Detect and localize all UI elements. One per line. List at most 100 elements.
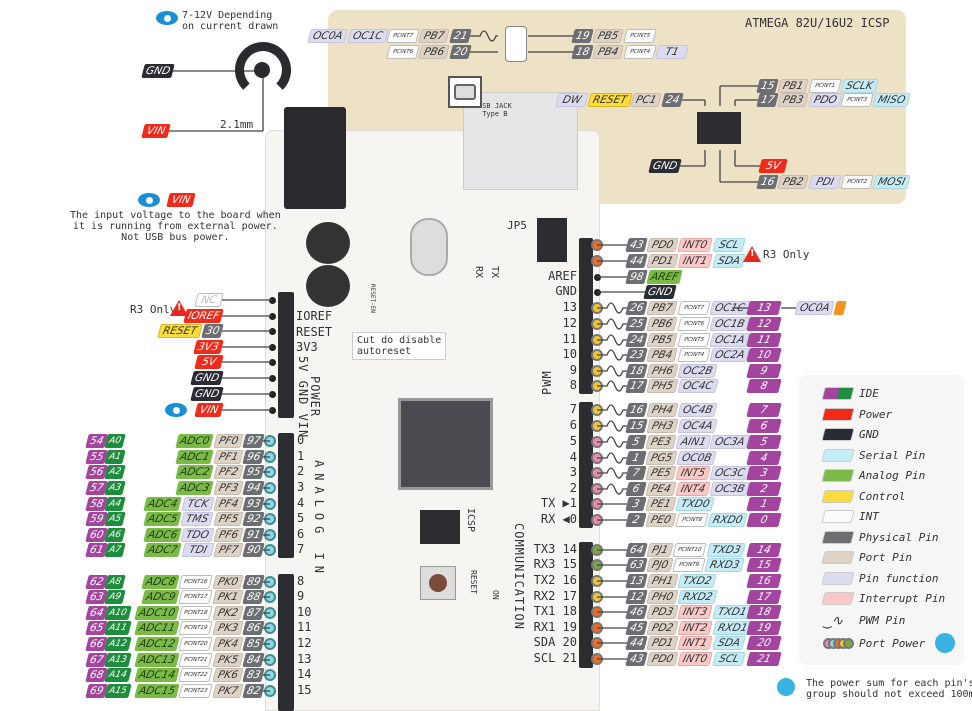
ide-label: 2 — [746, 482, 782, 496]
pcint-tag: PCINT17 — [178, 590, 214, 604]
digital-pin[interactable] — [591, 365, 603, 377]
digital-pin[interactable] — [591, 302, 603, 314]
digital-pin[interactable] — [591, 420, 603, 432]
board-pin-label: 11 — [562, 332, 577, 346]
analog-pin-14[interactable] — [264, 669, 276, 681]
digital-pin[interactable] — [591, 483, 603, 495]
digital-pin[interactable] — [591, 239, 603, 251]
power-pin-4[interactable] — [269, 359, 276, 366]
digital-pin[interactable] — [591, 637, 603, 649]
analog-pin-7[interactable] — [264, 544, 276, 556]
analog-pin-13[interactable] — [264, 654, 276, 666]
legend-item-func: Pin function — [821, 571, 938, 585]
analog-pin-11[interactable] — [264, 622, 276, 634]
board-pin-number: 15 — [297, 683, 312, 697]
analog-tag: ADC14 — [134, 668, 181, 682]
legend-label: Power — [859, 407, 893, 421]
digital-pin[interactable] — [591, 498, 603, 510]
power-pin-7[interactable] — [269, 407, 276, 414]
digital-pin[interactable] — [591, 349, 603, 361]
reset-button[interactable] — [420, 566, 456, 600]
power-pin-3[interactable] — [269, 344, 276, 351]
board-power-label: POWER — [308, 376, 322, 418]
analog-pin-15[interactable] — [264, 685, 276, 697]
phys-tag: 26 — [625, 301, 649, 315]
board-pin-label: 3 — [569, 465, 577, 479]
digital-pin[interactable] — [591, 622, 603, 634]
legend-swatch — [821, 489, 855, 503]
digital-pin[interactable] — [591, 606, 603, 618]
func-tag: OC2A — [708, 348, 750, 362]
analog-pin-1[interactable] — [264, 451, 276, 463]
digital-pin[interactable] — [591, 452, 603, 464]
analog-pin-0[interactable] — [264, 435, 276, 447]
int-tag: INT3 — [677, 605, 714, 619]
board-comm-label: COMMUNICATION — [512, 523, 526, 630]
phys-tag: 18 — [571, 45, 595, 59]
ide-label: 13 — [746, 301, 782, 315]
digital-pin[interactable] — [591, 318, 603, 330]
pcint-tag: PCINT7 — [676, 301, 711, 315]
digital-pin[interactable] — [594, 289, 601, 296]
int-tag: INT4 — [674, 482, 711, 496]
digital-pin[interactable] — [591, 334, 603, 346]
ide-label: 18 — [746, 605, 782, 619]
digital-pin[interactable] — [591, 575, 603, 587]
digital-pin[interactable] — [591, 591, 603, 603]
phys-tag: 12 — [625, 590, 649, 604]
power-pin-0[interactable] — [269, 297, 276, 304]
digital-pin[interactable] — [594, 274, 601, 281]
ide-label: 6 — [746, 419, 782, 433]
analog-pin-4[interactable] — [264, 498, 276, 510]
analog-tag: ADC13 — [134, 653, 181, 667]
warning-icon — [935, 633, 956, 653]
digital-pin[interactable] — [591, 544, 603, 556]
serial-tag: SCL — [711, 652, 746, 666]
analog-pin-8[interactable] — [264, 576, 276, 588]
ide-number: 14 — [746, 543, 782, 557]
icsp2-title: ATMEGA 82U/16U2 ICSP — [745, 16, 890, 30]
analog-pin-5[interactable] — [264, 513, 276, 525]
digital-pin[interactable] — [591, 467, 603, 479]
power-pin-6[interactable] — [269, 391, 276, 398]
phys-tag: 86 — [241, 621, 265, 635]
legend-item-port: Port Pin — [821, 551, 912, 564]
pcint-tag: PCINT9 — [672, 558, 707, 572]
capacitor-1 — [306, 222, 350, 264]
analog-tag: ADC2 — [175, 465, 215, 479]
board-pin-label: RX1 19 — [533, 620, 577, 634]
digital-pin[interactable] — [591, 404, 603, 416]
digital-pin[interactable] — [591, 514, 603, 526]
power-pin-5[interactable] — [269, 375, 276, 382]
analog-pin-12[interactable] — [264, 638, 276, 650]
analog-pin-6[interactable] — [264, 529, 276, 541]
power-pin-2[interactable] — [269, 328, 276, 335]
analog-tag: ADC4 — [143, 497, 183, 511]
analog-pin-9[interactable] — [264, 591, 276, 603]
digital-pin[interactable] — [591, 653, 603, 665]
digital-header-pwm — [579, 402, 593, 528]
usb-label: USB JACK Type B — [478, 102, 512, 118]
digital-pin[interactable] — [591, 436, 603, 448]
board-pin-number: 0 — [297, 433, 305, 447]
analog-pin-2[interactable] — [264, 466, 276, 478]
power-pin-1[interactable] — [269, 313, 276, 320]
port-tag: PB1 — [777, 79, 810, 93]
analog-pin-10[interactable] — [264, 607, 276, 619]
digital-pin[interactable] — [591, 559, 603, 571]
digital-pin[interactable] — [591, 380, 603, 392]
cut-note: Cut do disable autoreset — [352, 332, 447, 360]
phys-tag: 17 — [625, 379, 649, 393]
port-tag: PE4 — [645, 482, 677, 496]
digital-pin[interactable] — [591, 255, 603, 267]
board-pin-number: 13 — [297, 652, 312, 666]
analog-pin-3[interactable] — [264, 482, 276, 494]
ide-analog-name: A0 — [104, 434, 127, 448]
